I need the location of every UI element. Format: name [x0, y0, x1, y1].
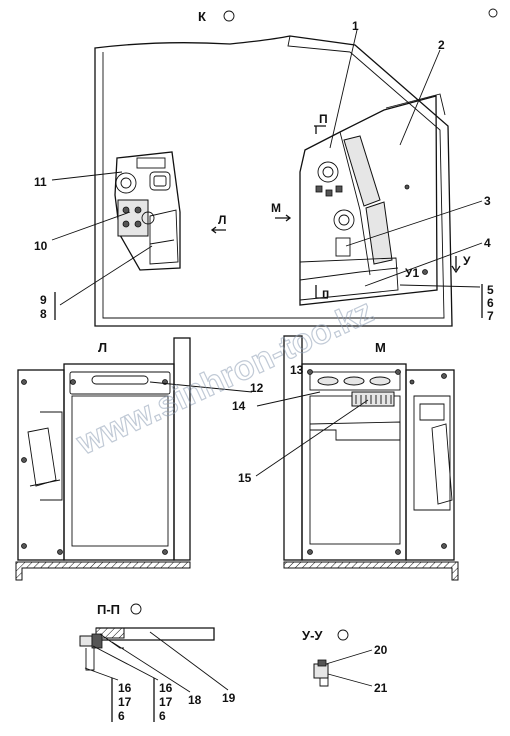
view-l-title: Л	[98, 340, 107, 355]
left-control-panel	[114, 151, 181, 271]
callout-21: 21	[374, 681, 388, 695]
section-uu-circle-icon	[337, 629, 349, 641]
callout-14: 14	[232, 399, 246, 413]
view-k-outer-frame	[94, 35, 453, 327]
callout-4: 4	[484, 236, 491, 250]
view-m: М 13 14 15	[232, 335, 459, 581]
callout-17b: 17	[159, 695, 173, 709]
callout-6: 6	[487, 296, 494, 310]
callout-19: 19	[222, 691, 236, 705]
view-m-title: М	[375, 340, 386, 355]
view-k-circle-icon	[223, 10, 235, 22]
callout-6b: 6	[159, 709, 166, 723]
callout-20: 20	[374, 643, 388, 657]
callout-18: 18	[188, 693, 202, 707]
callout-16b: 16	[159, 681, 173, 695]
callout-2: 2	[438, 38, 445, 52]
section-mark-p-bottom: п	[322, 286, 329, 300]
callout-6a: 6	[118, 709, 125, 723]
view-k: К	[34, 9, 494, 327]
section-pp: П-П 16 17 6 16 17 6 18 19	[79, 602, 236, 723]
arrow-label-m: М	[271, 201, 281, 215]
callout-10: 10	[34, 239, 48, 253]
section-uu-title: У-У	[302, 628, 323, 643]
section-pp-title: П-П	[97, 602, 120, 617]
callout-11: 11	[34, 175, 47, 189]
callout-9: 9	[40, 293, 47, 307]
callout-13: 13	[290, 363, 304, 377]
callout-17a: 17	[118, 695, 132, 709]
view-l: Л 12	[15, 337, 264, 581]
callout-8: 8	[40, 307, 47, 321]
callout-12: 12	[250, 381, 264, 395]
view-k-title: К	[198, 9, 206, 24]
section-mark-u-right: У	[463, 254, 471, 268]
arrow-label-l: Л	[218, 213, 226, 227]
callout-7: 7	[487, 309, 494, 323]
right-control-panel	[299, 93, 446, 306]
callout-5: 5	[487, 283, 494, 297]
section-pp-circle-icon	[130, 603, 142, 615]
callout-15: 15	[238, 471, 252, 485]
section-mark-p-top: П	[319, 112, 328, 126]
corner-circle-icon	[488, 8, 498, 18]
callout-16a: 16	[118, 681, 132, 695]
section-mark-u-left: У1	[405, 266, 419, 280]
section-uu: У-У 20 21	[302, 628, 388, 695]
callout-1: 1	[352, 19, 359, 33]
callout-3: 3	[484, 194, 491, 208]
view-k-inner-frame	[102, 51, 445, 319]
